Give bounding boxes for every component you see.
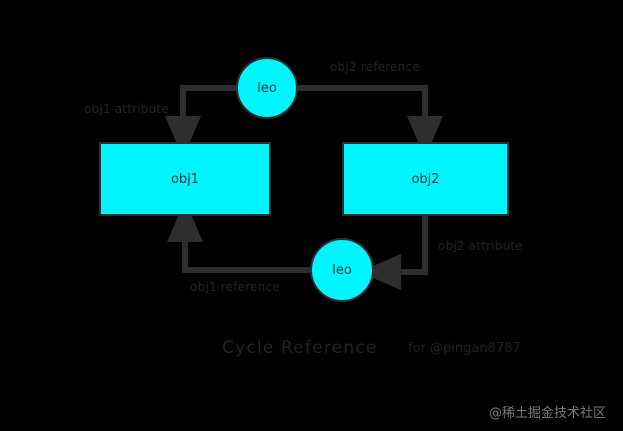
node-obj1[interactable] (99, 142, 271, 216)
edge-obj1-reference-path (167, 200, 311, 273)
edge-label-obj1-reference: obj1 reference (190, 280, 280, 294)
edge-obj2-reference-path (297, 85, 443, 158)
edge-obj2-attribute-path (359, 215, 428, 290)
watermark: @稀土掘金技术社区 (489, 406, 607, 421)
edge-obj1-reference[interactable] (167, 200, 311, 273)
edge-label-obj2-attribute: obj2 attribute (438, 239, 523, 253)
edge-obj2-reference[interactable] (297, 85, 443, 158)
edge-obj1-attribute-path (165, 85, 237, 158)
node-leo-bottom[interactable] (310, 238, 374, 302)
diagram-caption: Cycle Reference (222, 338, 378, 358)
diagram-credit: for @pingan8787 (408, 341, 521, 356)
edge-obj2-attribute[interactable] (359, 215, 428, 290)
node-obj2[interactable] (342, 142, 509, 216)
edge-label-obj2-reference: obj2 reference (330, 60, 420, 74)
edge-label-obj1-attribute: obj1 attribute (84, 102, 169, 116)
node-leo-top[interactable] (236, 57, 298, 119)
edge-obj1-attribute[interactable] (165, 85, 237, 158)
